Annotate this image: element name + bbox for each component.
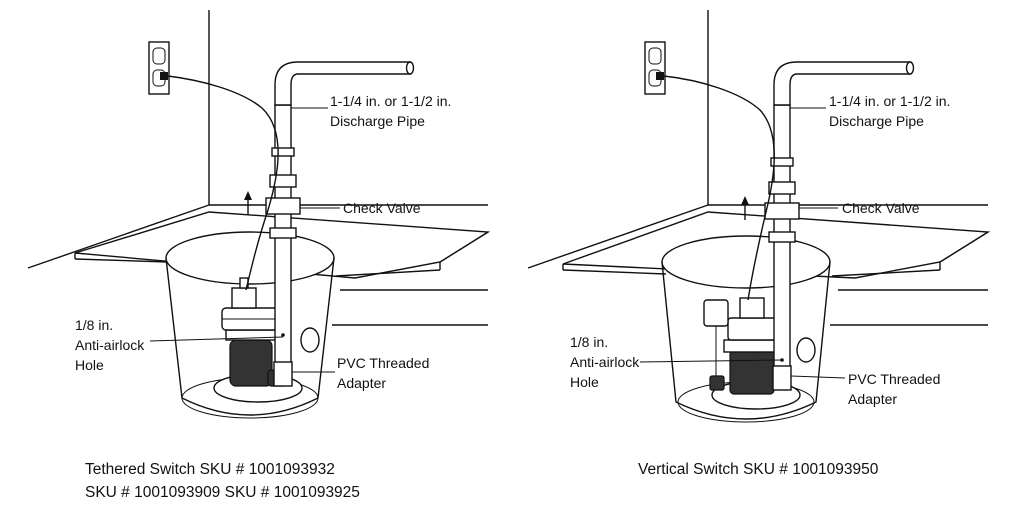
right-outlet	[644, 41, 666, 95]
left-installation: 1-1/4 in. or 1-1/2 in. Discharge Pipe Ch…	[27, 10, 491, 501]
left-discharge-pipe	[265, 61, 415, 387]
right-installation: 1-1/4 in. or 1-1/2 in. Discharge Pipe Ch…	[527, 10, 991, 478]
right-flow-arrow	[741, 196, 749, 220]
right-label-adapter: Adapter	[848, 391, 897, 407]
left-flow-arrow	[244, 191, 252, 215]
right-label-check-valve: Check Valve	[842, 200, 920, 216]
right-vertical-float	[709, 375, 725, 391]
left-airlock-hole	[281, 333, 285, 337]
right-label-discharge-pipe: Discharge Pipe	[829, 113, 924, 129]
left-room-walls	[27, 10, 489, 326]
left-caption-line2: SKU # 1001093909 SKU # 1001093925	[85, 484, 360, 501]
left-power-cord	[167, 75, 279, 291]
left-label-hole: Hole	[75, 357, 104, 373]
right-discharge-pipe	[764, 61, 915, 391]
left-label-discharge-pipe: Discharge Pipe	[330, 113, 425, 129]
left-label-adapter: Adapter	[337, 375, 386, 391]
right-inlet-hole	[796, 337, 816, 363]
left-outlet	[148, 41, 170, 95]
left-caption-line1: Tethered Switch SKU # 1001093932	[85, 461, 335, 478]
right-caption: Vertical Switch SKU # 1001093950	[638, 461, 879, 478]
left-label-discharge-size: 1-1/4 in. or 1-1/2 in.	[330, 93, 451, 109]
left-label-airlock-size: 1/8 in.	[75, 317, 113, 333]
left-coupling-top	[271, 147, 295, 157]
right-label-discharge-size: 1-1/4 in. or 1-1/2 in.	[829, 93, 950, 109]
left-label-check-valve: Check Valve	[343, 200, 421, 216]
left-inlet-hole	[300, 327, 320, 353]
right-label-airlock-size: 1/8 in.	[570, 334, 608, 350]
right-label-pvc-threaded: PVC Threaded	[848, 371, 940, 387]
left-pvc-adapter	[273, 361, 293, 387]
right-check-valve	[764, 202, 800, 220]
left-label-pvc-threaded: PVC Threaded	[337, 355, 429, 371]
right-switch-housing	[703, 299, 729, 327]
right-coupling-top	[770, 157, 794, 167]
left-label-airlock: Anti-airlock	[75, 337, 145, 353]
right-label-airlock: Anti-airlock	[570, 354, 640, 370]
right-pvc-adapter	[772, 365, 792, 391]
left-check-valve	[265, 197, 301, 215]
right-power-cord	[663, 75, 775, 301]
right-label-hole: Hole	[570, 374, 599, 390]
